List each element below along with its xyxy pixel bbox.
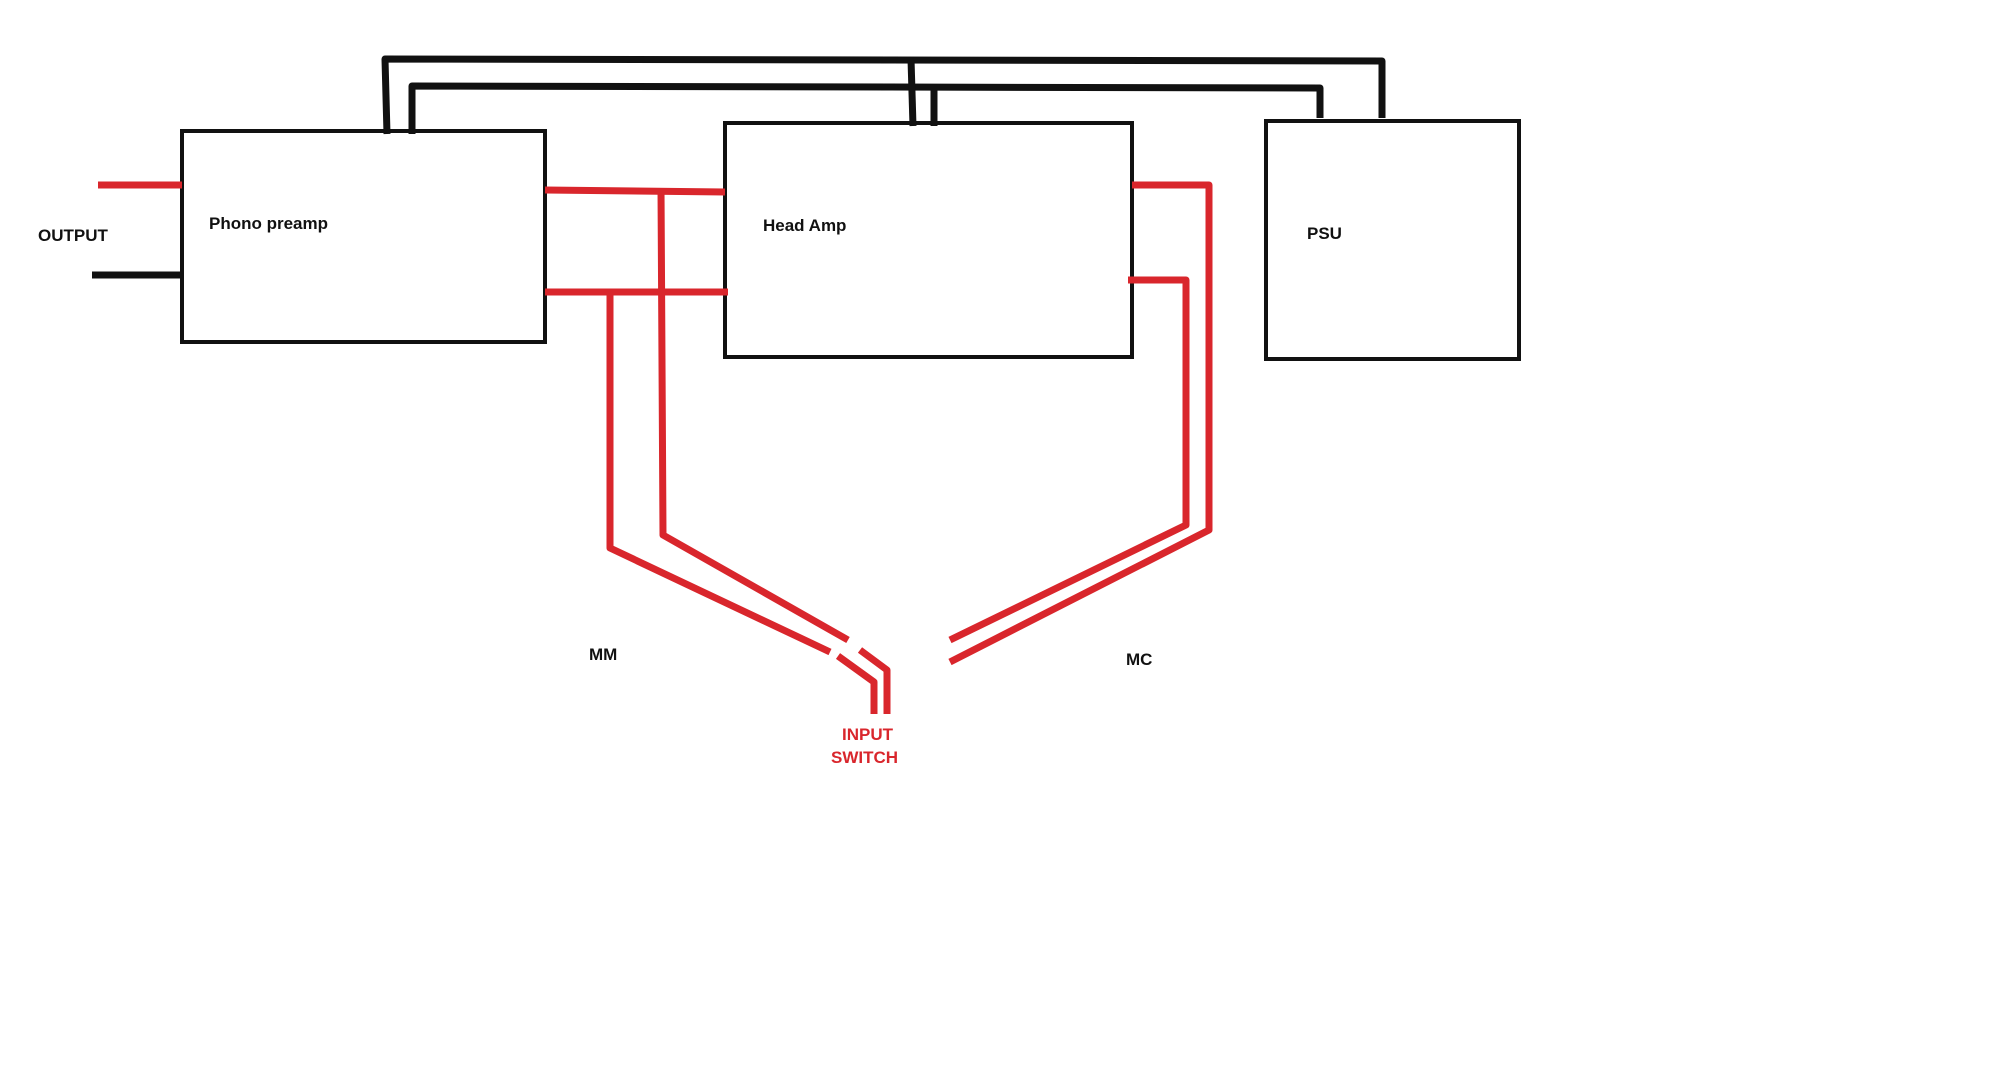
switch-lead-a (835, 653, 878, 714)
preamp-to-headamp-top (544, 186, 726, 196)
psu-box (1264, 119, 1521, 361)
power-wires (381, 55, 1386, 135)
input-switch-label-line2: SWITCH (831, 748, 898, 767)
mm-wire-b (657, 187, 850, 644)
mm-label: MM (589, 645, 617, 664)
mc-label: MC (1126, 650, 1152, 669)
mm-wire-a (606, 292, 832, 656)
input-switch-label-line1: INPUT (842, 725, 894, 744)
mc-wire-b (948, 276, 1190, 644)
phono-preamp-label: Phono preamp (209, 214, 328, 233)
mc-wire-a (948, 181, 1213, 666)
phono-preamp-box (180, 129, 547, 344)
head-amp-box (723, 121, 1134, 359)
power-drop-head-amp-a (907, 58, 917, 127)
power-wire-inner (408, 82, 1324, 134)
head-amp-label: Head Amp (763, 216, 846, 235)
signal-wires (544, 181, 1213, 714)
switch-lead-b (857, 647, 891, 714)
psu-label: PSU (1307, 224, 1342, 243)
power-wire-outer (381, 55, 1386, 135)
output-label: OUTPUT (38, 226, 109, 245)
